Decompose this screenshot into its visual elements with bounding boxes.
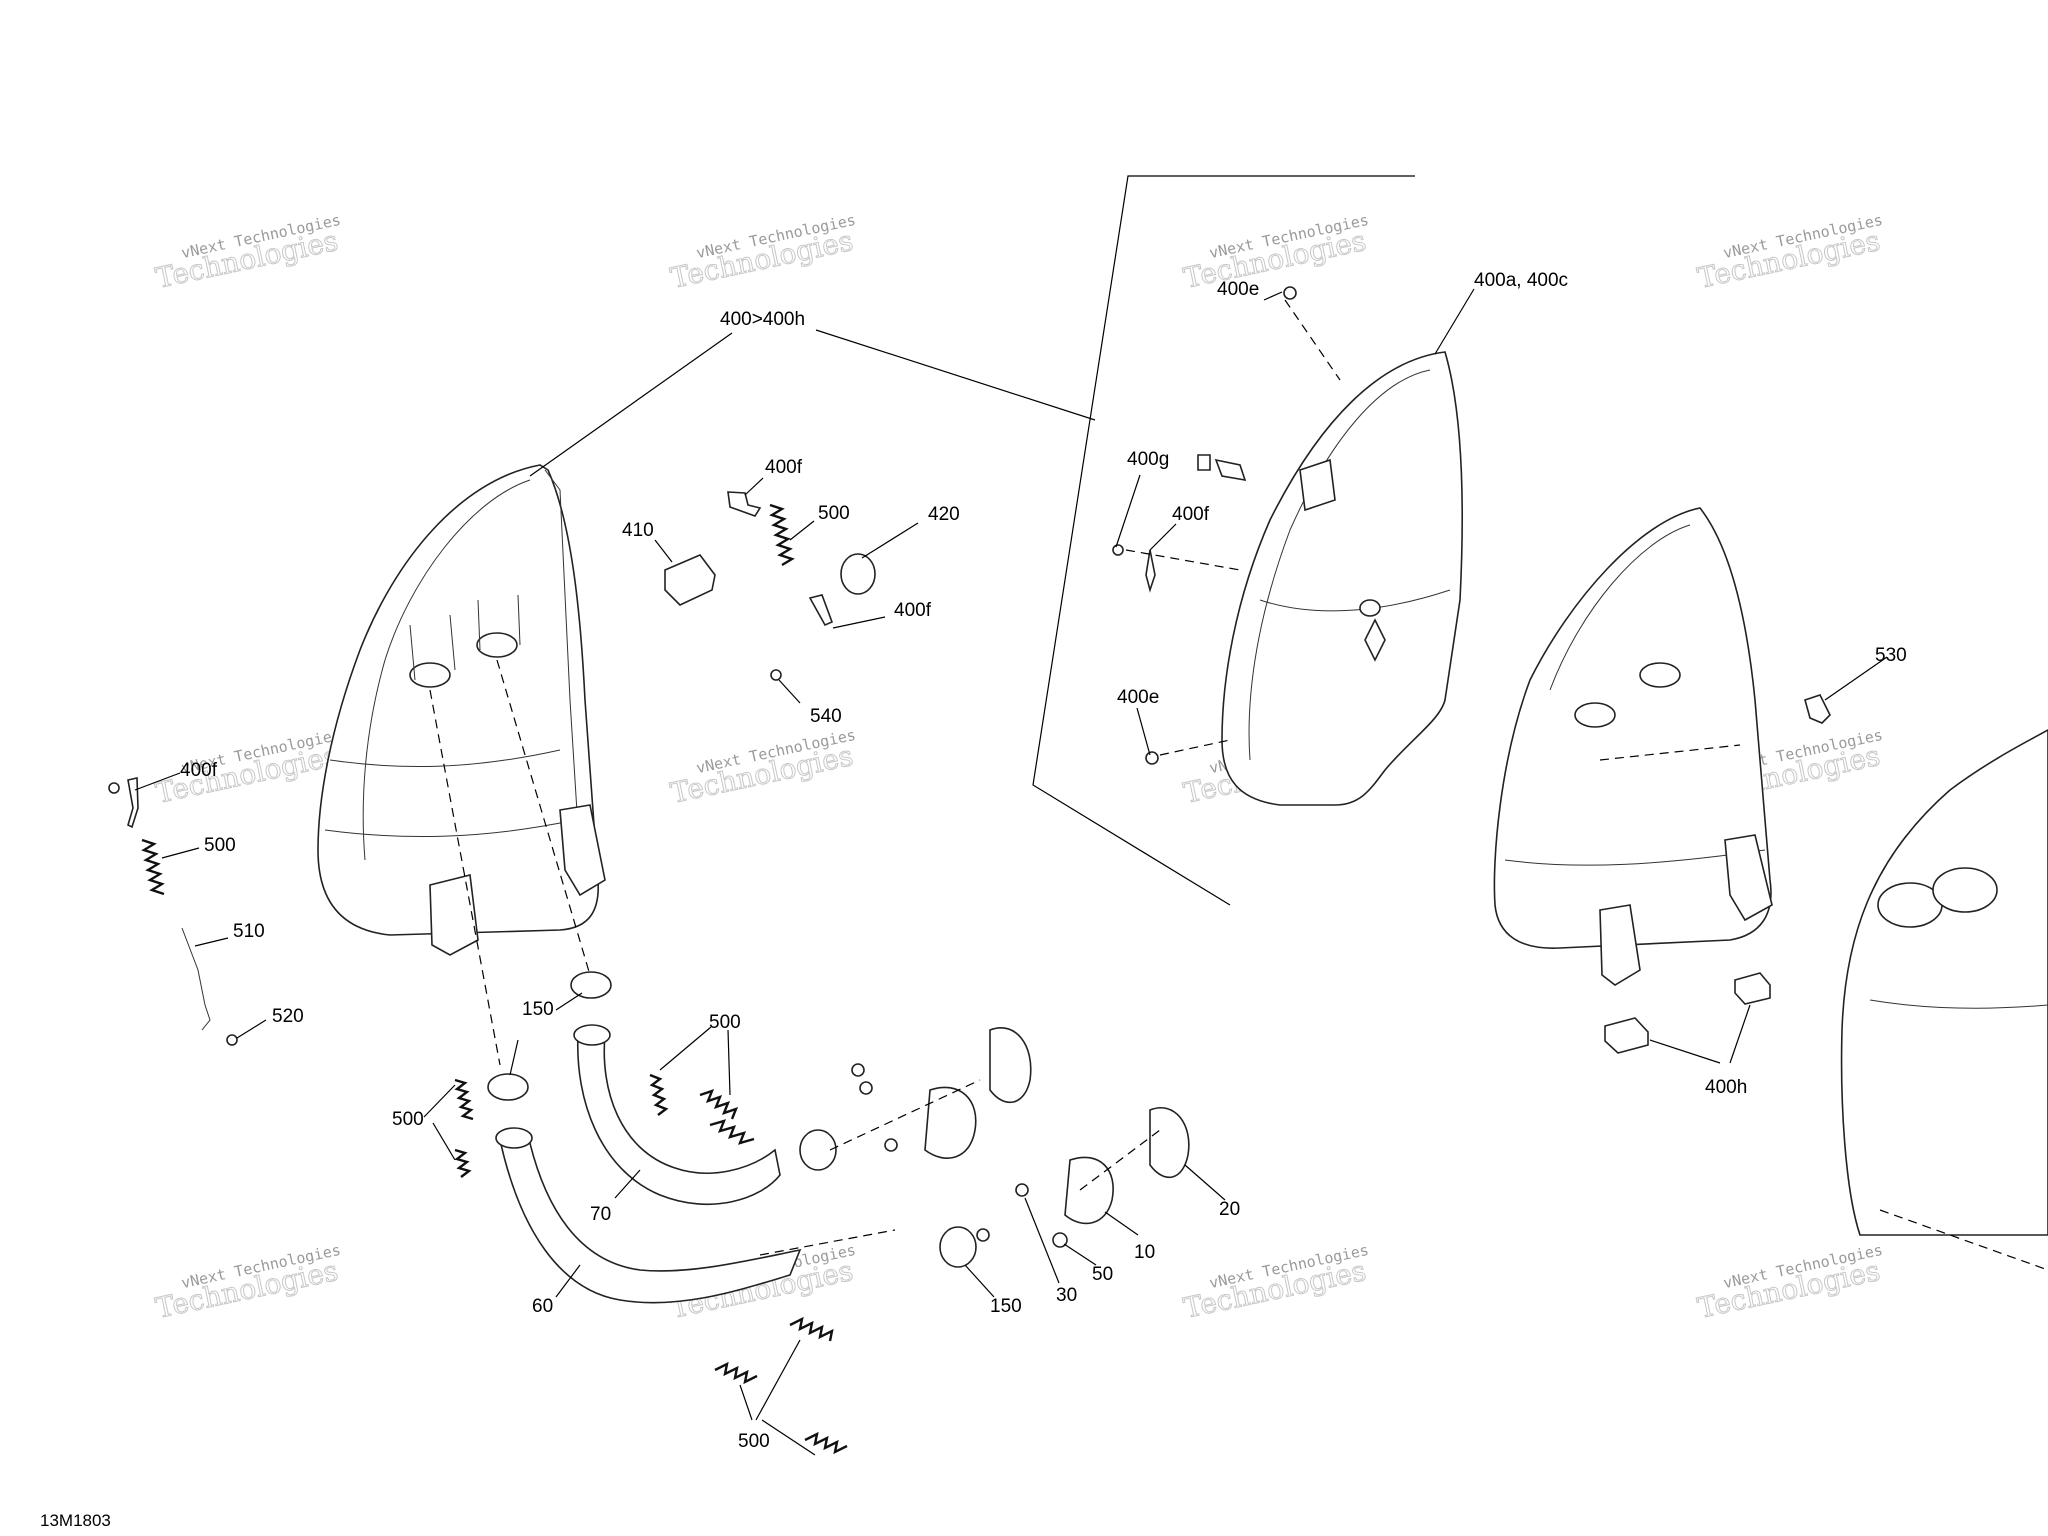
assembly-guides [429, 299, 2048, 1271]
bracket-left [108, 777, 139, 829]
label-420: 420 [928, 504, 960, 525]
label-400g: 400g [1127, 449, 1169, 470]
rubber-pad [664, 554, 716, 606]
detail-view-frame [1032, 175, 1415, 906]
label-150-upper: 150 [522, 999, 554, 1020]
leader-lines [134, 288, 1888, 1456]
muffler-shell-detail [1221, 351, 1463, 806]
gaskets [989, 1027, 1190, 1179]
label-30: 30 [1056, 1285, 1077, 1306]
label-400a-400c: 400a, 400c [1474, 270, 1568, 291]
label-400h: 400h [1705, 1077, 1747, 1098]
muffler-rear-view [1493, 507, 1773, 986]
tab-bracket [1804, 694, 1831, 724]
watermark: vNext Technologies Technologies [1694, 1241, 1884, 1326]
label-500-top: 500 [818, 503, 850, 524]
watermark: vNext Technologies Technologies [667, 726, 857, 811]
muffler-side-cover [1840, 729, 2048, 1236]
label-assembly-range: 400>400h [720, 309, 805, 330]
watermark: vNext Technologies Technologies [152, 1241, 342, 1326]
label-400f-left: 400f [180, 760, 218, 781]
label-500-left-lower: 500 [392, 1109, 424, 1130]
rod-510 [181, 927, 211, 1031]
sealing-rings [487, 971, 977, 1268]
label-400f-detail: 400f [1172, 504, 1210, 525]
bracket-top [727, 491, 762, 517]
watermark: vNext Technologies Technologies [667, 211, 857, 296]
label-150-lower: 150 [990, 1296, 1022, 1317]
bumper-pads [1604, 972, 1771, 1054]
label-500-left: 500 [204, 835, 236, 856]
label-510: 510 [233, 921, 265, 942]
exhaust-pipe-60 [495, 1127, 802, 1304]
muffler-assembly [317, 464, 606, 956]
label-20: 20 [1219, 1199, 1240, 1220]
callout-labels: 400>400h 400a, 400c 400e 400g 400f 400e … [180, 270, 1907, 1452]
screw-540 [770, 669, 782, 681]
bolts-nuts [851, 1063, 1068, 1248]
label-410: 410 [622, 520, 654, 541]
springs [141, 503, 848, 1455]
label-540: 540 [810, 706, 842, 727]
drawing-code: 13M1803 [40, 1511, 111, 1530]
cap [840, 553, 876, 595]
label-500-mid: 500 [709, 1012, 741, 1033]
detail-clips [1112, 286, 1297, 765]
flanges [924, 1086, 1114, 1225]
watermark: vNext Technologies Technologies [1180, 211, 1370, 296]
label-530: 530 [1875, 645, 1907, 666]
label-400f-mid: 400f [894, 600, 932, 621]
label-10: 10 [1134, 1242, 1155, 1263]
screw-520 [226, 1034, 238, 1046]
watermark: vNext Technologies Technologies [152, 211, 342, 296]
label-500-bottom: 500 [738, 1431, 770, 1452]
label-70: 70 [590, 1204, 611, 1225]
watermark: vNext Technologies Technologies [1694, 211, 1884, 296]
label-60: 60 [532, 1296, 553, 1317]
bracket-mid [808, 594, 834, 627]
label-400e-bottom: 400e [1117, 687, 1159, 708]
label-400f-top: 400f [765, 457, 803, 478]
exhaust-pipe-70 [573, 1024, 781, 1206]
label-520: 520 [272, 1006, 304, 1027]
label-400e-top: 400e [1217, 279, 1259, 300]
watermark: vNext Technologies Technologies [1180, 1241, 1370, 1326]
label-50: 50 [1092, 1264, 1113, 1285]
